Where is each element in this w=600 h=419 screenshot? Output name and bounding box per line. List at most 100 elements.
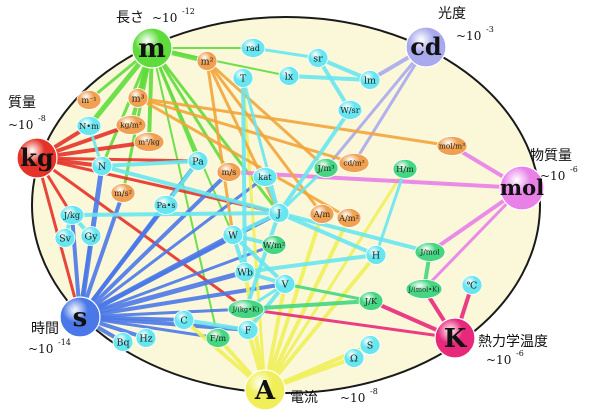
edge-m2-Jm3: [205, 59, 328, 170]
derived-unit-label: m⁻¹: [81, 95, 96, 105]
derived-unit-label: J: [276, 208, 281, 219]
edge-C-F: [182, 318, 250, 332]
derived-node: [91, 156, 113, 176]
derived-unit-wm2: W/m²: [261, 235, 287, 255]
derived-unit-label: W/m²: [263, 240, 285, 250]
derived-unit-label: J/K: [364, 296, 378, 306]
derived-unit-am2: A/m²: [336, 208, 362, 228]
derived-unit-h: H: [365, 245, 387, 265]
base-node: [244, 369, 286, 411]
derived-node: [222, 225, 244, 245]
edge-mol-JmolK: [422, 186, 524, 291]
edge-A-Am: [263, 212, 324, 392]
derived-unit-label: rad: [246, 43, 260, 53]
base-node: [16, 137, 58, 179]
derived-unit-label: sr: [313, 53, 323, 64]
derived-node: [216, 162, 242, 182]
derived-unit-sv: Sv: [54, 228, 76, 248]
derived-unit-label: m³: [132, 93, 145, 104]
derived-node: [343, 348, 365, 368]
edge-m-J: [150, 46, 281, 215]
derived-unit-omega: Ω: [343, 348, 365, 368]
derived-unit-nm: N•m: [76, 116, 102, 136]
derived-unit-label: mol/m³: [439, 142, 465, 151]
derived-unit-label: W/sr: [340, 105, 359, 115]
derived-unit-label: S: [367, 340, 374, 351]
derived-unit-jm3: J/m³: [313, 158, 339, 178]
derived-unit-label: Ω: [350, 353, 358, 364]
derived-unit-cdm2: cd/m²: [338, 153, 370, 173]
derived-unit-label: H: [372, 250, 380, 261]
base-node: [131, 27, 173, 69]
base-unit-k: K: [434, 317, 476, 359]
derived-node: [234, 262, 256, 282]
derived-unit-label: T: [240, 73, 247, 84]
derived-unit-gy: Gy: [80, 226, 102, 246]
derived-unit-label: m/s²: [114, 188, 132, 198]
edge-s-Pas: [78, 203, 168, 319]
derived-unit-rad: rad: [240, 38, 266, 58]
derived-unit-label: Gy: [85, 231, 99, 242]
derived-node: [240, 38, 266, 58]
derived-node: [237, 320, 259, 340]
derived-node: [365, 245, 387, 265]
accuracy-exponent: -6: [516, 349, 524, 358]
edge-V-JK: [283, 282, 373, 303]
accuracy-exponent: -14: [58, 338, 71, 347]
edge-cd-cdm2: [352, 45, 428, 165]
derived-node: [232, 68, 254, 88]
annotation-kg: 質量~10-8: [8, 95, 46, 132]
derived-node: [313, 158, 339, 178]
edge-JK-JkgK: [244, 299, 373, 311]
base-unit-label: mol: [500, 175, 544, 200]
derived-node: [187, 151, 209, 171]
derived-unit-label: N: [98, 161, 106, 172]
derived-unit-jk: J/K: [358, 291, 384, 311]
edge-Hm-H: [374, 167, 407, 257]
derived-unit-label: N•m: [79, 121, 99, 131]
derived-unit-kat: kat: [252, 167, 278, 187]
edge-m-W: [151, 47, 234, 236]
derived-node: [261, 235, 287, 255]
base-unit-label: cd: [410, 32, 442, 61]
base-unit-a: A: [244, 369, 286, 411]
derived-node: [252, 167, 278, 187]
derived-node: [115, 115, 147, 135]
base-unit-m: m: [131, 27, 173, 69]
derived-unit-label: Pa: [192, 156, 204, 167]
derived-node: [338, 153, 370, 173]
accuracy-exponent: -8: [370, 387, 378, 396]
derived-unit-c: C: [173, 310, 195, 330]
edge-lx-lm: [287, 74, 372, 82]
derived-unit-label: Sv: [59, 233, 72, 244]
derived-unit-molm3: mol/m³: [436, 136, 468, 156]
derived-unit-pa: Pa: [187, 151, 209, 171]
derived-unit-label: J/kg: [63, 210, 80, 220]
derived-unit-label: C: [180, 315, 187, 326]
derived-node: [59, 205, 85, 225]
edge-cd-Jm3: [324, 45, 428, 170]
base-unit-label: K: [444, 324, 468, 354]
derived-unit-label: H/m: [396, 164, 414, 174]
derived-unit-wsr: W/sr: [337, 100, 363, 120]
derived-unit-label: J/(mol•K): [407, 285, 440, 293]
edge-K-JkgK: [244, 307, 457, 340]
edge-N-Pa: [100, 159, 200, 168]
base-unit-label: A: [254, 376, 276, 406]
base-node: [405, 26, 447, 68]
edge-A-H: [263, 253, 378, 392]
derived-unit-v: V: [274, 274, 296, 294]
derived-unit-j: J: [268, 203, 290, 223]
edge-J-Jmol: [277, 211, 432, 254]
derived-unit-kgm3: kg/m³: [115, 115, 147, 135]
edge-N-J: [100, 164, 281, 215]
derived-unit-label: A/m²: [338, 213, 359, 223]
accuracy-exponent: -3: [486, 25, 494, 34]
edge-mol-ms: [227, 170, 524, 190]
edge-W-V: [231, 233, 287, 286]
edge-J-Jkg: [70, 211, 281, 217]
derived-unit-n: N: [91, 156, 113, 176]
derived-node: [278, 66, 300, 86]
